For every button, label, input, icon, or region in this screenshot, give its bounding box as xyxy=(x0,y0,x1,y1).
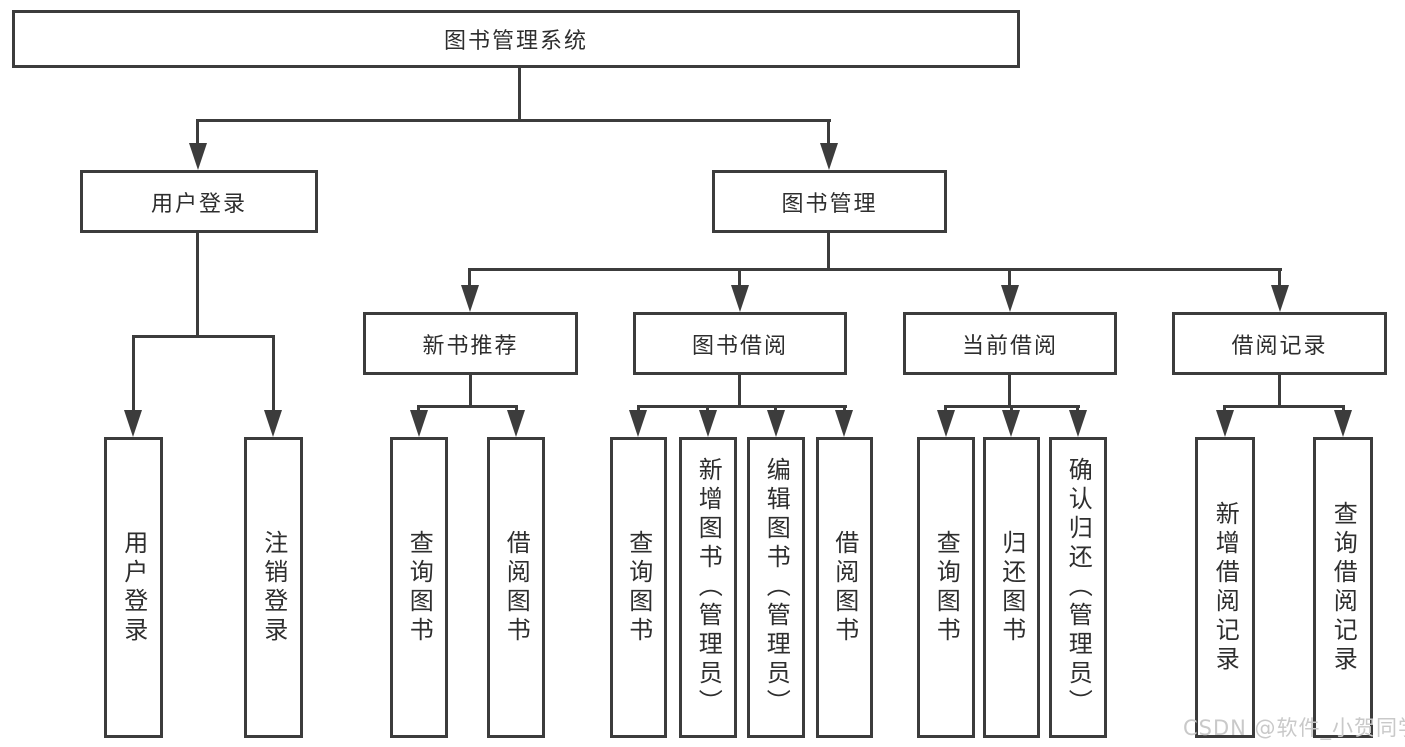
leaf-add-books-admin: 新增图书（管理员） xyxy=(679,437,737,738)
leaf-borrow-books-recommend: 借阅图书 xyxy=(487,437,545,738)
leaf-borrow-books: 借阅图书 xyxy=(816,437,873,738)
arrowhead-icon xyxy=(1001,285,1019,312)
node-book-management: 图书管理 xyxy=(712,170,947,233)
arrowhead-icon xyxy=(820,143,838,170)
connector-drop-book-borrow xyxy=(738,268,741,290)
arrowhead-icon xyxy=(1334,410,1352,437)
arrowhead-icon xyxy=(767,410,785,437)
node-borrow-records: 借阅记录 xyxy=(1172,312,1387,375)
arrowhead-icon xyxy=(835,410,853,437)
connector-user-login-stem xyxy=(196,233,199,338)
arrowhead-icon xyxy=(937,410,955,437)
leaf-query-books-borrow: 查询图书 xyxy=(610,437,667,738)
connector-borrow-records-stem xyxy=(1278,375,1281,408)
connector-drop-leaf-login xyxy=(132,335,135,412)
node-user-login: 用户登录 xyxy=(80,170,318,233)
arrowhead-icon xyxy=(507,410,525,437)
connector-book-mgmt-stem xyxy=(827,232,830,271)
connector-level3-bar xyxy=(468,268,1282,271)
leaf-add-borrow-record: 新增借阅记录 xyxy=(1195,437,1255,738)
arrowhead-icon xyxy=(699,410,717,437)
leaf-confirm-return-admin: 确认归还（管理员） xyxy=(1049,437,1107,738)
leaf-logout: 注销登录 xyxy=(244,437,303,738)
arrowhead-icon xyxy=(124,410,142,437)
leaf-return-books: 归还图书 xyxy=(983,437,1040,738)
arrowhead-icon xyxy=(629,410,647,437)
connector-level2-bar xyxy=(197,119,831,122)
connector-user-login-bar xyxy=(132,335,275,338)
arrowhead-icon xyxy=(1271,285,1289,312)
arrowhead-icon xyxy=(731,285,749,312)
leaf-query-books-recommend: 查询图书 xyxy=(390,437,448,738)
leaf-query-books-current: 查询图书 xyxy=(917,437,975,738)
connector-drop-borrow-records xyxy=(1278,268,1281,290)
arrowhead-icon xyxy=(410,410,428,437)
arrowhead-icon xyxy=(1216,410,1234,437)
leaf-edit-books-admin: 编辑图书（管理员） xyxy=(747,437,805,738)
connector-drop-current-borrow xyxy=(1008,268,1011,290)
connector-drop-book-mgmt xyxy=(827,119,830,145)
arrowhead-icon xyxy=(189,143,207,170)
node-current-borrow: 当前借阅 xyxy=(903,312,1117,375)
connector-book-borrow-bar xyxy=(637,405,847,408)
connector-new-books-bar xyxy=(417,405,518,408)
connector-current-borrow-stem xyxy=(1008,375,1011,408)
arrowhead-icon xyxy=(1002,410,1020,437)
leaf-user-login: 用户登录 xyxy=(104,437,163,738)
arrowhead-icon xyxy=(1069,410,1087,437)
node-root: 图书管理系统 xyxy=(12,10,1020,68)
connector-book-borrow-stem xyxy=(738,375,741,408)
node-new-book-recommend: 新书推荐 xyxy=(363,312,578,375)
connector-drop-leaf-logout xyxy=(272,335,275,412)
connector-root-stem xyxy=(518,68,521,122)
connector-drop-user-login xyxy=(196,119,199,145)
node-book-borrow: 图书借阅 xyxy=(633,312,847,375)
arrowhead-icon xyxy=(264,410,282,437)
csdn-watermark: CSDN @软件_小贺同学 xyxy=(1183,716,1405,740)
leaf-query-borrow-record: 查询借阅记录 xyxy=(1313,437,1373,738)
arrowhead-icon xyxy=(461,285,479,312)
connector-drop-new-books xyxy=(468,268,471,290)
connector-borrow-records-bar xyxy=(1223,405,1345,408)
connector-new-books-stem xyxy=(469,375,472,408)
